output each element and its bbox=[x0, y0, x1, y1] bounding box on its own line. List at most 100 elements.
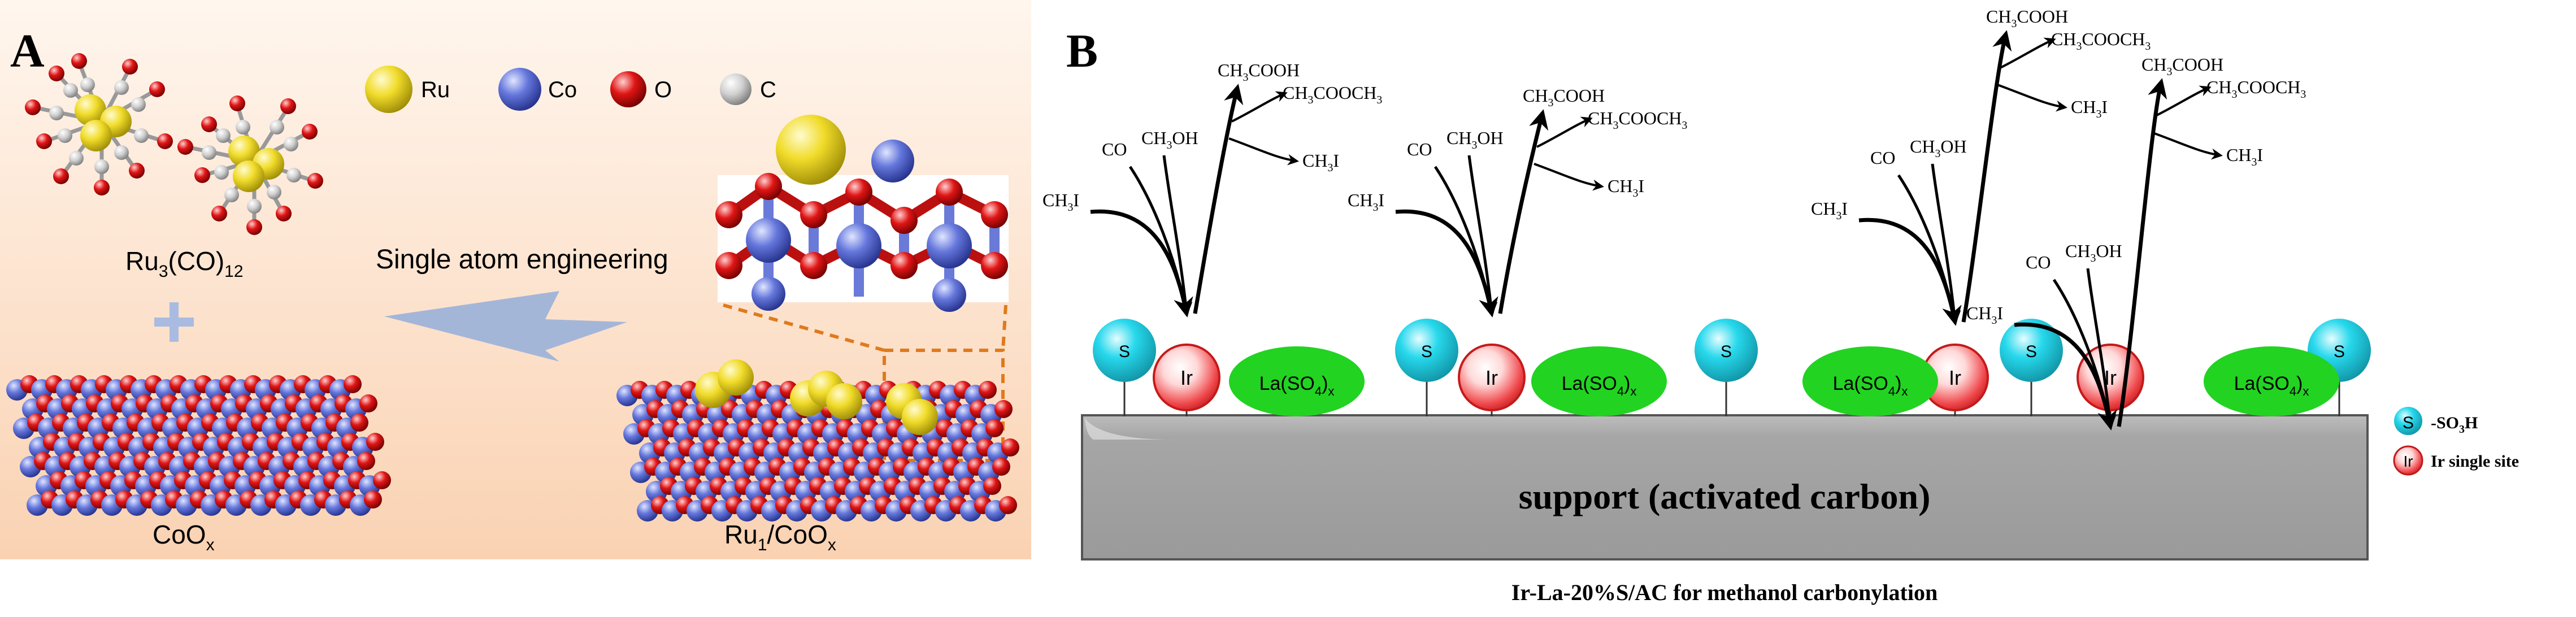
ru1-coox-slab bbox=[616, 359, 1019, 522]
species-label: CH3COOCH3 bbox=[2051, 29, 2151, 53]
so3h-site bbox=[1395, 319, 1458, 382]
so3h-site-label: S bbox=[2334, 342, 2345, 361]
so3h-site bbox=[2000, 319, 2063, 382]
species-label: CH3COOCH3 bbox=[2206, 77, 2306, 101]
plus-icon bbox=[154, 302, 194, 342]
reaction-arrow bbox=[1162, 155, 1193, 316]
o-atom bbox=[366, 433, 384, 451]
support-block bbox=[1081, 414, 2369, 560]
o-atom bbox=[350, 414, 368, 432]
ru3co12-cluster-right bbox=[177, 95, 323, 235]
species-label: CH3I bbox=[2071, 97, 2108, 120]
o-atom bbox=[994, 400, 1013, 418]
o-atom bbox=[373, 471, 391, 489]
s-legend-letter: S bbox=[2403, 414, 2414, 432]
reaction-arrow bbox=[1961, 30, 2012, 323]
ir-legend-icon bbox=[2393, 445, 2423, 476]
coox-label: CoOx bbox=[153, 520, 215, 554]
species-label: CH3OH bbox=[2065, 241, 2122, 264]
so3h-site-label: S bbox=[1721, 342, 1732, 361]
la-so4-particle bbox=[2204, 346, 2339, 416]
species-label: CH3I bbox=[2226, 145, 2263, 168]
species-label: CH3I bbox=[1042, 190, 1079, 214]
species-label: CH3I bbox=[1348, 190, 1384, 214]
la-so4-particle bbox=[1802, 346, 1938, 416]
so3h-legend-label: -SO3H bbox=[2431, 414, 2478, 436]
co-legend-sphere bbox=[498, 68, 541, 111]
ru1-coox-label: Ru1/CoOx bbox=[724, 520, 836, 554]
o-atom bbox=[359, 394, 377, 412]
ru3co12-label: Ru3(CO)12 bbox=[125, 246, 244, 281]
panel-b-letter: B bbox=[1066, 25, 1098, 77]
o-atom bbox=[979, 381, 997, 399]
engineering-arrow bbox=[384, 291, 627, 362]
ir-site-label: Ir bbox=[1485, 366, 1498, 389]
coox-slab bbox=[6, 375, 391, 516]
so3h-site-label: S bbox=[1119, 342, 1130, 361]
ir-site-label: Ir bbox=[1949, 366, 1961, 389]
species-label: CH3OH bbox=[1910, 136, 1967, 160]
species-label: CH3I bbox=[1608, 176, 1644, 199]
o-atom bbox=[985, 419, 1004, 437]
ru-single-atom bbox=[718, 359, 754, 396]
reaction-arrow bbox=[1193, 84, 1244, 314]
reaction-arrow bbox=[1128, 166, 1192, 316]
reaction-arrow bbox=[1433, 166, 1497, 316]
so3h-site bbox=[1093, 319, 1156, 382]
panel-b-caption: Ir-La-20%S/AC for methanol carbonylation bbox=[1511, 580, 1938, 605]
reaction-arrow bbox=[1897, 174, 1960, 325]
ru-single-atom bbox=[902, 399, 938, 435]
ru3co12-cluster-left bbox=[25, 53, 173, 195]
species-label: CH3OH bbox=[1141, 128, 1198, 151]
branch-arrow bbox=[1231, 91, 1288, 123]
species-label: CH3COOCH3 bbox=[1283, 82, 1382, 106]
ru-single-atom bbox=[826, 383, 862, 419]
o-atom bbox=[357, 452, 375, 470]
branch-arrow bbox=[1536, 116, 1593, 148]
support-label: support (activated carbon) bbox=[1519, 476, 1931, 516]
ir-site-legend-label: Ir single site bbox=[2431, 452, 2519, 471]
so3h-site bbox=[1695, 319, 1758, 382]
species-label: CH3COOCH3 bbox=[1588, 108, 1687, 132]
branch-arrow bbox=[1228, 137, 1299, 166]
o-legend-label: O bbox=[654, 77, 672, 102]
arrow-label: Single atom engineering bbox=[376, 245, 668, 275]
so3h-site-label: S bbox=[1421, 342, 1432, 361]
reaction-arrow bbox=[1467, 155, 1498, 316]
species-label: CH3I bbox=[1811, 198, 1848, 222]
branch-arrow bbox=[1534, 163, 1604, 191]
la-so4-label: La(SO4)x bbox=[1833, 373, 1908, 398]
species-label: CH3COOH bbox=[1218, 60, 1300, 84]
la-so4-label: La(SO4)x bbox=[2234, 373, 2309, 398]
c-legend-sphere bbox=[720, 73, 751, 105]
o-legend-sphere bbox=[610, 71, 646, 107]
o-atom bbox=[1001, 438, 1019, 457]
species-label: CO bbox=[1870, 147, 1895, 168]
species-label: CH3COOH bbox=[1523, 85, 1605, 109]
la-so4-label: La(SO4)x bbox=[1259, 373, 1335, 398]
reaction-arrow bbox=[1498, 109, 1549, 314]
branch-arrow bbox=[2155, 85, 2212, 117]
ru-legend-sphere bbox=[365, 66, 412, 113]
la-so4-label: La(SO4)x bbox=[1562, 373, 1637, 398]
ru-legend-label: Ru bbox=[421, 77, 450, 102]
la-so4-particle bbox=[1229, 346, 1365, 416]
reaction-arrow bbox=[2117, 78, 2167, 427]
ir-site-label: Ir bbox=[2104, 366, 2117, 389]
species-label: CH3COOH bbox=[1986, 6, 2068, 30]
species-label: CH3I bbox=[1966, 303, 2003, 327]
ir-single-site bbox=[1153, 344, 1220, 411]
branch-arrow bbox=[2000, 37, 2056, 69]
o-atom bbox=[344, 375, 362, 393]
site-legend: S -SO3H Ir Ir single site bbox=[2393, 407, 2519, 476]
species-label: CH3COOH bbox=[2141, 54, 2223, 78]
zoom-inset bbox=[715, 115, 1009, 312]
ir-site-label: Ir bbox=[1180, 366, 1193, 389]
o-atom bbox=[999, 496, 1017, 514]
panel-a-letter: A bbox=[10, 25, 45, 77]
species-label: CO bbox=[1407, 139, 1432, 159]
o-atom bbox=[983, 477, 1001, 495]
species-label: CH3OH bbox=[1446, 128, 1504, 151]
species-label: CO bbox=[2026, 252, 2051, 272]
